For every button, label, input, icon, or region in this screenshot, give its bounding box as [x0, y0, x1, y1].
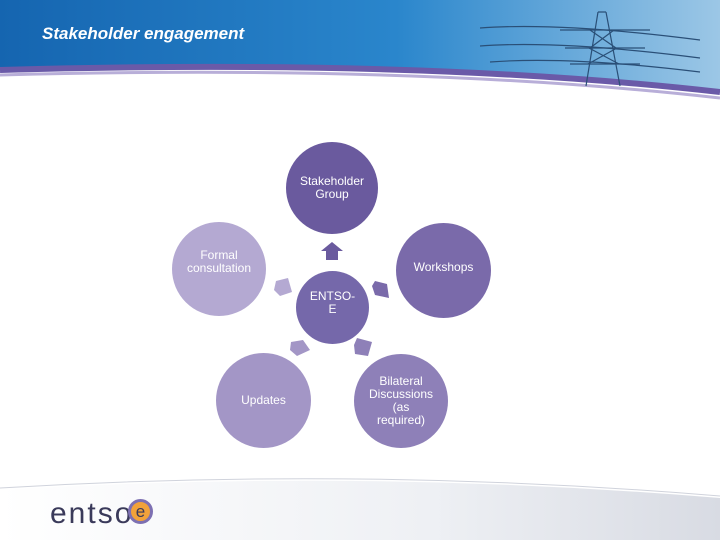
arrow-to-bilateral-icon: [354, 338, 372, 356]
arrow-to-workshops-icon: [372, 281, 389, 298]
node-formal-label: Formal consultation: [186, 248, 252, 275]
node-stakeholder-group: Stakeholder Group: [286, 142, 378, 234]
node-bilateral-discussions: Bilateral Discussions (as required): [354, 354, 448, 448]
node-center-entsoe: ENTSO- E: [296, 271, 369, 344]
entsoe-logo-letter: e: [136, 502, 145, 521]
node-formal-consultation: Formal consultation: [172, 222, 266, 316]
node-workshops-label: Workshops: [413, 260, 474, 274]
header-banner: Stakeholder engagement: [0, 0, 720, 100]
header-background: [0, 0, 720, 100]
node-center-label: ENTSO- E: [309, 288, 356, 316]
footer-background: [0, 478, 720, 540]
node-workshops: Workshops: [396, 223, 491, 318]
arrow-to-formal-icon: [274, 278, 292, 296]
node-bilateral-label: Bilateral Discussions (as required): [368, 374, 434, 427]
footer-band: [0, 470, 720, 540]
page-title: Stakeholder engagement: [42, 24, 245, 43]
entsoe-logo-badge: e: [128, 499, 153, 524]
node-updates: Updates: [216, 353, 311, 448]
power-pylon-icon: [479, 11, 701, 87]
entsoe-logo-text: entso: [50, 497, 134, 530]
arrow-to-updates-icon: [290, 340, 310, 356]
arrow-to-stakeholder-icon: [321, 242, 343, 260]
node-stakeholder-group-label: Stakeholder Group: [299, 174, 365, 201]
node-updates-label: Updates: [241, 393, 286, 407]
